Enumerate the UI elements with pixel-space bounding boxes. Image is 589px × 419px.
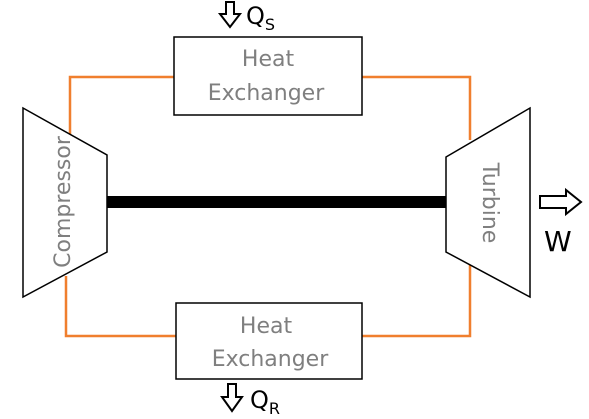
shaft	[107, 196, 447, 208]
pipes	[64, 75, 472, 338]
compressor-label: Compressor	[51, 135, 76, 268]
heat-supplied-subscript: S	[265, 15, 275, 34]
heat-exchanger-top-line1: Heat	[242, 47, 295, 72]
heat-supplied-label: QS	[246, 2, 275, 34]
heat-rejected-subscript: R	[269, 399, 280, 418]
heat-supplied-symbol: Q	[246, 2, 265, 30]
down-arrow-icon	[217, 1, 243, 29]
heat-exchanger-top-line2: Exchanger	[208, 81, 325, 106]
pipe-bottom-exchanger-to-compressor	[64, 276, 176, 338]
heat-rejected-symbol: Q	[250, 386, 269, 414]
compressor: Compressor	[22, 106, 108, 299]
pipe-compressor-to-top-exchanger	[68, 75, 174, 135]
turbine-label: Turbine	[477, 162, 502, 244]
heat-exchanger-bottom-line2: Exchanger	[212, 347, 329, 372]
heat-rejected: QR	[220, 383, 280, 418]
heat-exchanger-top-box	[173, 36, 363, 116]
work-output: W	[539, 187, 583, 258]
right-arrow-icon	[539, 187, 583, 217]
heat-exchanger-top: Heat Exchanger	[173, 36, 363, 116]
heat-exchanger-bottom-box	[175, 302, 363, 380]
pipe-top-exchanger-to-turbine	[362, 75, 472, 140]
heat-exchanger-bottom: Heat Exchanger	[175, 302, 363, 380]
turbine-shape	[445, 106, 531, 299]
turbine: Turbine	[445, 106, 531, 299]
pipe-turbine-to-bottom-exchanger	[362, 262, 472, 338]
work-label: W	[544, 225, 572, 258]
heat-rejected-label: QR	[250, 386, 280, 418]
heat-supplied: QS	[217, 1, 275, 34]
compressor-shape	[22, 106, 108, 299]
down-arrow-icon	[220, 383, 244, 413]
heat-exchanger-bottom-line1: Heat	[240, 314, 293, 339]
